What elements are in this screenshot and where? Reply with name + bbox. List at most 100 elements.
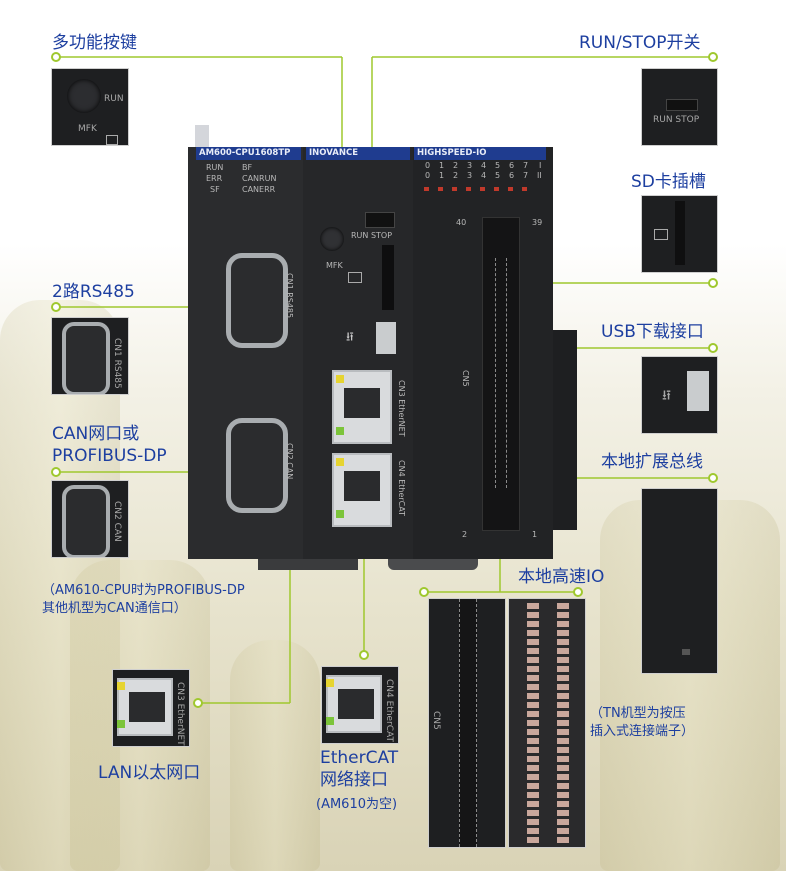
thumb-mfk-run-text: RUN [104, 94, 124, 104]
cn4-led-yellow [336, 458, 344, 466]
led-bf: BF [242, 163, 253, 172]
io-r2-7: 7 [523, 171, 529, 180]
led-sf: SF [210, 185, 220, 194]
led-run: RUN [206, 163, 224, 172]
thumb-cn5-text: CN5 [431, 711, 441, 730]
io-r2-6: 6 [509, 171, 515, 180]
io-r1-2: 2 [453, 161, 459, 170]
io-r2-2: 2 [453, 171, 459, 180]
label-multifunction-key: 多功能按键 [52, 33, 137, 53]
note-ethercat-empty: (AM610为空) [316, 797, 398, 812]
led-green-icon [326, 717, 334, 725]
thumb-ethercat: CN4 EtherCAT [321, 666, 399, 744]
thumb-rs485: CN1 RS485 [51, 317, 129, 395]
io-r2-8: II [537, 171, 542, 180]
sd-card-icon [654, 229, 668, 240]
io-r1-5: 5 [495, 161, 501, 170]
thumb-sd-slot [641, 195, 718, 273]
label-ethercat-line2: 网络接口 [320, 770, 388, 790]
cn3-text: CN3 EtherNET [397, 380, 406, 437]
run-stop-text: RUN STOP [351, 231, 393, 240]
mfk-button[interactable] [320, 227, 344, 251]
thumb-local-bus [641, 488, 718, 674]
note-am610-line2: 其他机型为CAN通信口） [42, 601, 187, 616]
io-r2-4: 4 [481, 171, 487, 180]
db9-connector-icon [62, 322, 110, 394]
bus-connector-icon [682, 649, 690, 655]
terminal-row-right-icon [557, 603, 569, 843]
plc-device: AM600-CPU1608TP INOVANCE HIGHSPEED-IO RU… [188, 125, 580, 570]
io-r1-3: 3 [467, 161, 473, 170]
din-rail-clip [388, 559, 478, 570]
model-header: AM600-CPU1608TP [196, 147, 301, 160]
label-can-port-line1: CAN网口或 [52, 424, 140, 444]
usb-port[interactable] [376, 322, 396, 354]
note-tn-line2: 插入式连接端子） [590, 724, 695, 739]
io-r1-6: 6 [509, 161, 515, 170]
led-yellow-icon [117, 682, 125, 690]
mfk-button-icon [67, 79, 101, 113]
cn1-text: CN1 RS485 [285, 273, 294, 319]
din-rail-foot [258, 559, 358, 570]
sd-slot-icon [675, 201, 685, 265]
io-header: HIGHSPEED-IO [414, 147, 546, 160]
bus-side-panel [553, 330, 577, 530]
cn2-text: CN2 CAN [285, 443, 294, 480]
led-canrun: CANRUN [242, 174, 277, 183]
thumb-cn4-text: CN4 EtherCAT [384, 679, 394, 742]
rj45-port-icon [117, 678, 173, 736]
label-usb-port: USB下载接口 [601, 322, 704, 342]
io-connector-icon [459, 599, 477, 847]
thumb-mfk: RUN MFK [51, 68, 129, 146]
thumb-can: CN2 CAN [51, 480, 129, 558]
pin-2: 2 [462, 530, 468, 539]
run-stop-switch[interactable] [365, 212, 395, 228]
led-err: ERR [206, 174, 223, 183]
thumb-lan: CN3 EtherNET [112, 669, 190, 747]
cn4-text: CN4 EtherCAT [397, 460, 406, 516]
io-r1-4: 4 [481, 161, 487, 170]
io-r2-0: 0 [425, 171, 431, 180]
label-local-bus: 本地扩展总线 [601, 452, 703, 472]
thumb-cn1-text: CN1 RS485 [112, 338, 122, 389]
thumb-io-connector: CN5 [428, 598, 506, 848]
thumb-run-stop: RUN STOP [641, 68, 718, 146]
sd-card-slot[interactable] [382, 245, 394, 310]
io-r2-5: 5 [495, 171, 501, 180]
cn5-io-connector[interactable] [482, 217, 520, 531]
io-r1-8: I [539, 161, 542, 170]
terminal-row-left-icon [527, 603, 539, 843]
rj45-port-icon [326, 675, 382, 733]
db9-connector-icon [62, 485, 110, 557]
note-am610-line1: （AM610-CPU时为PROFIBUS-DP [42, 583, 245, 598]
cn4-led-green [336, 510, 344, 518]
label-highspeed-io: 本地高速IO [518, 567, 605, 587]
run-stop-switch-icon [666, 99, 698, 111]
led-yellow-icon [326, 679, 334, 687]
label-ethercat-line1: EtherCAT [320, 748, 399, 768]
pin-1: 1 [532, 530, 538, 539]
led-canerr: CANERR [242, 185, 276, 194]
note-tn-line1: （TN机型为按压 [590, 706, 686, 721]
label-rs485: 2路RS485 [52, 282, 135, 302]
cn2-can-port[interactable] [226, 418, 288, 513]
label-sd-slot: SD卡插槽 [631, 172, 706, 192]
io-led-row [424, 187, 532, 191]
sd-card-icon [348, 272, 362, 283]
thumb-usb: ⭿ [641, 356, 718, 434]
usb-port-icon [687, 371, 709, 411]
cn1-rs485-port[interactable] [226, 253, 288, 348]
thumb-mfk-text: MFK [78, 124, 97, 134]
thumb-cn2-text: CN2 CAN [112, 501, 122, 542]
mfk-text: MFK [326, 261, 343, 270]
pin-39: 39 [532, 218, 543, 227]
usb-icon: ⭿ [346, 330, 354, 344]
label-can-port-line2: PROFIBUS-DP [52, 446, 167, 466]
io-r2-1: 1 [439, 171, 445, 180]
cn5-text: CN5 [461, 370, 470, 387]
io-r1-0: 0 [425, 161, 431, 170]
cn3-led-green [336, 427, 344, 435]
top-latch [195, 125, 209, 147]
io-r1-1: 1 [439, 161, 445, 170]
thumb-tn-terminal [508, 598, 586, 848]
